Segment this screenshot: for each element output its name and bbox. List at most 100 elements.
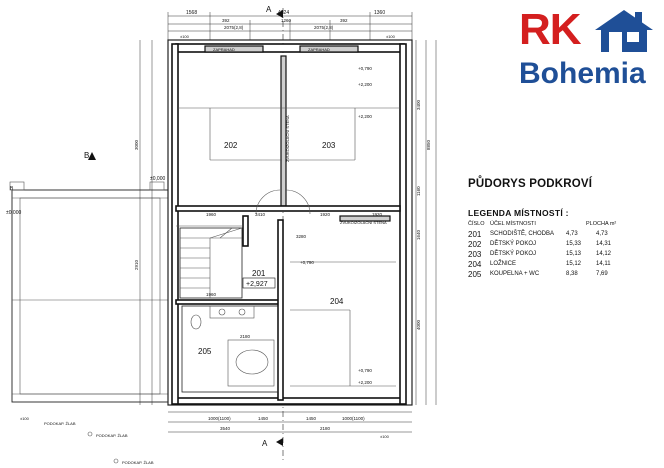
room-label-202: 202 (224, 141, 238, 150)
legend-room-area-net: 14,11 (596, 261, 611, 267)
legend-room-number: 201 (468, 229, 482, 239)
dim-label: 4000 (416, 319, 421, 330)
room-legend: LEGENDA MÍSTNOSTÍ : ČÍSLO ÚČEL MÍSTNOSTI… (468, 208, 658, 279)
legend-room-area: 15,12 (566, 261, 582, 267)
wall-label: ZVUKOIZOLAČNÍ STĚNA (285, 115, 290, 162)
logo-rk-text: RK (519, 5, 582, 54)
wall-label: ZAPRAHAD (213, 47, 235, 52)
level-mark-label: ±100 (380, 434, 390, 439)
legend-row: 205 KOUPELNA + WC 8,38 7,69 (468, 269, 658, 279)
dim-label: 3400 (416, 99, 421, 110)
room-label-203: 203 (322, 141, 336, 150)
roof-overhang-structure: B ±100 (9, 151, 169, 421)
dim-label: 1450 (258, 416, 269, 421)
dim-label: 1960 (206, 212, 217, 217)
legend-row: 203 DĚTSKÝ POKOJ 15,13 14,12 (468, 249, 658, 259)
dim-label: 2180 (320, 426, 331, 431)
gutter-label: PODOKAP. ŽLAB (122, 460, 154, 465)
dim-label: 1640 (416, 229, 421, 240)
dim-label: 1000(1100) (342, 416, 365, 421)
dim-label: 2180 (240, 334, 251, 339)
section-label-left-bottom: B (10, 186, 14, 192)
room-label-201: 201 (252, 269, 266, 278)
level-mark-label: ±100 (180, 34, 190, 39)
level-mark-label: ±100 (20, 416, 30, 421)
legend-room-name: DĚTSKÝ POKOJ (490, 241, 537, 247)
plan-title: PŮDORYS PODKROVÍ (468, 178, 593, 190)
legend-room-area-net: 7,69 (596, 271, 608, 277)
dim-label: 1000(1100) (208, 416, 231, 421)
bedroom-lines (290, 261, 396, 387)
legend-row: 204 LOŽNICE 15,12 14,11 (468, 259, 658, 269)
top-dimension-lines: 1568 4024 1360 2075(2,8) 1260 2075(2,8) … (167, 10, 413, 40)
top-dim-2: 4024 (278, 10, 289, 16)
top-dim-7: 392 (222, 18, 230, 23)
legend-room-area: 15,13 (566, 251, 582, 257)
right-dimension-lines: 3400 8850 1160 1640 4000 (415, 40, 437, 405)
legend-row: 201 SCHODIŠTĚ, CHODBA 4,73 4,73 (468, 229, 658, 239)
top-dim-5: 1260 (281, 18, 292, 23)
legend-room-number: 204 (468, 259, 482, 269)
legend-room-area-net: 4,73 (596, 231, 608, 237)
legend-room-area: 8,38 (566, 271, 578, 277)
legend-row: 202 DĚTSKÝ POKOJ 15,33 14,31 (468, 239, 658, 249)
building-outline: ZAPRAHAD ZAPRAHAD (167, 39, 413, 406)
legend-room-number: 203 (468, 249, 482, 259)
dim-label: 3000 (134, 139, 139, 150)
legend-header-purpose: ÚČEL MÍSTNOSTI (490, 221, 536, 227)
staircase (179, 227, 243, 299)
legend-room-name: DĚTSKÝ POKOJ (490, 251, 537, 257)
legend-room-name: KOUPELNA + WC (490, 271, 540, 277)
section-label-left: B (84, 151, 89, 160)
level-mark-label: ±100 (386, 34, 396, 39)
bottom-dimension-lines: 1000(1100) 1450 1450 1000(1100) 3540 218… (168, 411, 412, 448)
top-dim-4: 2075(2,8) (224, 25, 244, 30)
gutter-labels: PODOKAP. ŽLAB PODOKAP. ŽLAB PODOKAP. ŽLA… (6, 176, 165, 465)
top-dim-3: 1360 (374, 10, 385, 16)
room-level-201: +2,927 (246, 281, 268, 288)
dim-label: 1920 (372, 212, 383, 217)
level-mark-label: ±0,000 (150, 176, 165, 182)
legend-room-name: LOŽNICE (490, 261, 517, 267)
top-dim-1: 1568 (186, 10, 197, 16)
room-label-205: 205 (198, 347, 212, 356)
legend-room-area: 4,73 (566, 231, 578, 237)
dim-label: 2910 (134, 259, 139, 270)
middle-dimension-labels: 1960 3410 1920 3280 1920 2180 1960 (206, 212, 383, 339)
dim-label: 3280 (296, 234, 307, 239)
level-mark-label: ±0,000 (6, 210, 21, 216)
section-label-bottom: A (262, 439, 268, 448)
dim-label: 1450 (306, 416, 317, 421)
legend-header-number: ČÍSLO (468, 221, 485, 227)
legend-room-number: 202 (468, 239, 482, 249)
legend-room-area-net: 14,31 (596, 241, 612, 247)
legend-title: LEGENDA MÍSTNOSTÍ : (468, 208, 569, 218)
dim-label: 3540 (220, 426, 231, 431)
top-dim-8: 392 (340, 18, 348, 23)
wall-label: ZAPRAHAD (308, 47, 330, 52)
level-mark-label: +0,790 (358, 66, 372, 71)
legend-header: ČÍSLO ÚČEL MÍSTNOSTI PLOCHA m² (468, 221, 658, 227)
legend-header-area: PLOCHA m² (586, 221, 617, 227)
dim-label: 1920 (320, 212, 331, 217)
dim-label: 3410 (255, 212, 266, 217)
room-label-204: 204 (330, 297, 344, 306)
gutter-label: PODOKAP. ŽLAB (96, 433, 128, 438)
level-mark-label: +0,790 (358, 368, 372, 373)
level-mark-label: +2,200 (358, 114, 372, 119)
level-mark-label: +2,200 (358, 82, 372, 87)
wall-label: ZVUKOIZOLAČNÍ STĚNA (340, 220, 387, 225)
legend-room-number: 205 (468, 269, 482, 279)
legend-room-name: SCHODIŠTĚ, CHODBA (490, 231, 555, 237)
logo-bohemia-text: Bohemia (519, 57, 646, 90)
top-dim-6: 2075(2,8) (314, 25, 334, 30)
dim-label: 8850 (426, 139, 431, 150)
interior-walls: ZVUKOIZOLAČNÍ STĚNA ZVUKOIZOLAČNÍ STĚNA (175, 55, 401, 401)
level-mark-label: +2,200 (358, 380, 372, 385)
level-mark-label: +0,790 (300, 260, 314, 265)
dim-label: 1960 (206, 292, 217, 297)
level-marks: +0,790 +2,200 +2,200 +0,790 +2,200 +0,79… (180, 34, 396, 385)
left-dimension-lines: 3000 2910 (134, 40, 153, 405)
house-logo-icon (595, 10, 653, 52)
